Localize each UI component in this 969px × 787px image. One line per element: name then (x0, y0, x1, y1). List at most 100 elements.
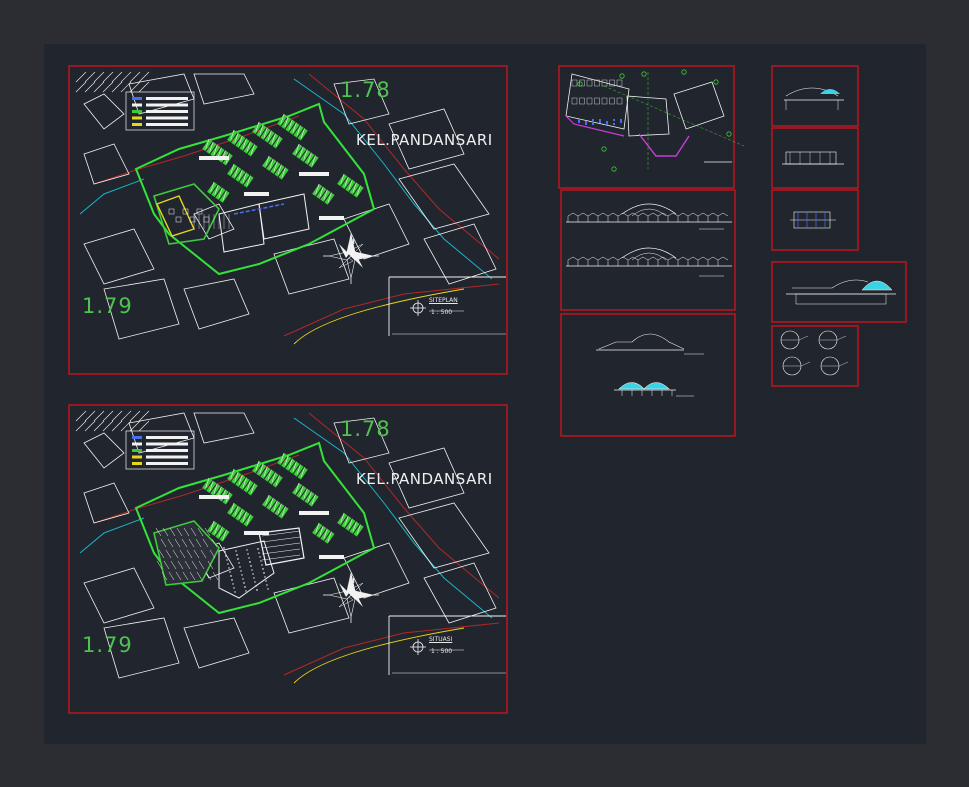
detail-5 (771, 325, 859, 387)
detail-4-frame (771, 261, 907, 323)
detail-3-frame (771, 189, 859, 251)
grid-bubble (641, 71, 647, 77)
section-frame (560, 313, 736, 437)
parking-row (227, 502, 254, 527)
plan-outline-south (638, 133, 690, 157)
grid-bubble (577, 81, 583, 87)
parking-row (262, 155, 289, 180)
market-hall (218, 203, 265, 253)
surrounding-building (398, 502, 490, 569)
situasi-sheet-compass-rose-icon (323, 572, 379, 623)
floor-plan-frame (558, 65, 735, 189)
plaza (218, 540, 275, 599)
situasi-title: SITUASI (429, 636, 453, 643)
site-boundary (134, 102, 376, 276)
situasi-sheet (68, 404, 508, 714)
siteplan-compass-north: N (349, 238, 355, 246)
surrounding-building (83, 228, 155, 285)
cad-drawing (68, 65, 907, 714)
grid-bubble (611, 166, 617, 172)
title-block (388, 276, 506, 336)
parking-row (202, 477, 233, 505)
siteplan-elevation-top: 1.78 (340, 78, 391, 102)
siteplan-scale: 1 : 500 (431, 309, 453, 316)
grid-bubble (601, 146, 607, 152)
dome-roof (621, 203, 677, 215)
detail-1-frame (771, 65, 859, 127)
parking-row (252, 121, 283, 149)
surrounding-building (128, 73, 195, 115)
surrounding-building (398, 163, 490, 230)
surrounding-building (103, 278, 180, 340)
situasi-elevation-bottom: 1.79 (82, 633, 133, 657)
road-center-north (93, 115, 300, 185)
surrounding-building (193, 412, 255, 444)
surrounding-building (83, 93, 125, 130)
grid-bubble (713, 79, 719, 85)
siteplan-sheet-frame (68, 65, 508, 375)
surrounding-building (423, 562, 497, 624)
detail-2-frame (771, 127, 859, 189)
road-edge-west (79, 517, 145, 554)
section-roof-1 (598, 333, 685, 350)
road-marking (299, 511, 329, 515)
surrounding-building (83, 567, 155, 624)
parking-row (252, 460, 283, 488)
parking-row (277, 452, 308, 480)
road-center-east (308, 73, 500, 260)
surrounding-building (388, 108, 465, 170)
siteplan-sheet-compass-rose-icon (323, 233, 379, 284)
surrounding-building (273, 238, 350, 295)
road-marking (319, 216, 344, 220)
parking-row (262, 494, 289, 519)
road-center-south (283, 283, 500, 337)
surrounding-building (193, 203, 235, 240)
road-marking (244, 192, 269, 196)
parking-row (312, 183, 335, 205)
parking-row (227, 468, 258, 496)
surrounding-building (193, 73, 255, 105)
market-block-west (152, 183, 220, 245)
road-center-south (283, 622, 500, 676)
siteplan-elevation-bottom: 1.79 (82, 294, 133, 318)
surrounding-building (183, 617, 250, 669)
parking-row (227, 163, 254, 188)
surrounding-building (183, 278, 250, 330)
surrounding-building (103, 617, 180, 679)
siteplan-place-label: KEL.PANDANSARI (356, 131, 493, 149)
situasi-scale: 1 : 500 (431, 648, 453, 655)
floor-plan-sheet (558, 65, 745, 189)
plan-wing-west (565, 73, 630, 130)
road-edge-south (293, 288, 465, 345)
road-edge-east (293, 417, 493, 619)
situasi-place-label: KEL.PANDANSARI (356, 470, 493, 488)
parking-row (207, 520, 230, 542)
surrounding-building (423, 223, 497, 285)
road-center-east (308, 412, 500, 599)
parking-row (277, 113, 308, 141)
elevation-frame (560, 189, 736, 311)
road-marking (299, 172, 329, 176)
surrounding-building (83, 482, 130, 524)
situasi-elevation-top: 1.78 (340, 417, 391, 441)
surrounding-building (83, 143, 130, 185)
walkway (233, 203, 285, 215)
road-edge-east (293, 78, 493, 280)
dome-roof (621, 247, 677, 259)
surrounding-building (333, 417, 390, 464)
parking-row (337, 173, 364, 198)
drawing-canvas[interactable]: 1.78 KEL.PANDANSARI 1.79 SITEPLAN 1 : 50… (44, 44, 926, 744)
detail-sheets (771, 65, 907, 387)
roof-east (258, 527, 305, 566)
title-block (388, 615, 506, 675)
grid-bubble (681, 69, 687, 75)
detail-1 (771, 65, 859, 127)
surrounding-building (83, 432, 125, 469)
section-roof-cyan (618, 382, 670, 390)
elevation-sheet (560, 189, 736, 311)
detail-4 (771, 261, 907, 323)
parking-row (312, 522, 335, 544)
parking-row (227, 129, 258, 157)
market-block-west (153, 520, 220, 586)
